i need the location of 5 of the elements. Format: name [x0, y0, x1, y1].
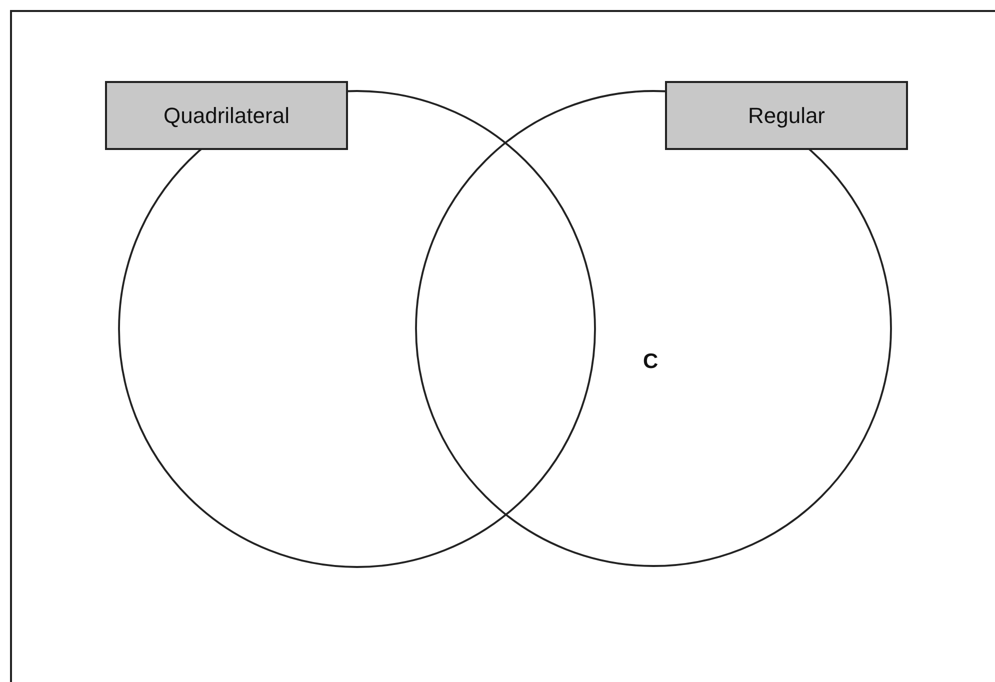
set-circle	[119, 91, 595, 567]
set-label-box: Regular	[665, 81, 908, 150]
set-label-box: Quadrilateral	[105, 81, 348, 150]
region-label: C	[643, 350, 658, 374]
set-circle	[416, 91, 891, 566]
